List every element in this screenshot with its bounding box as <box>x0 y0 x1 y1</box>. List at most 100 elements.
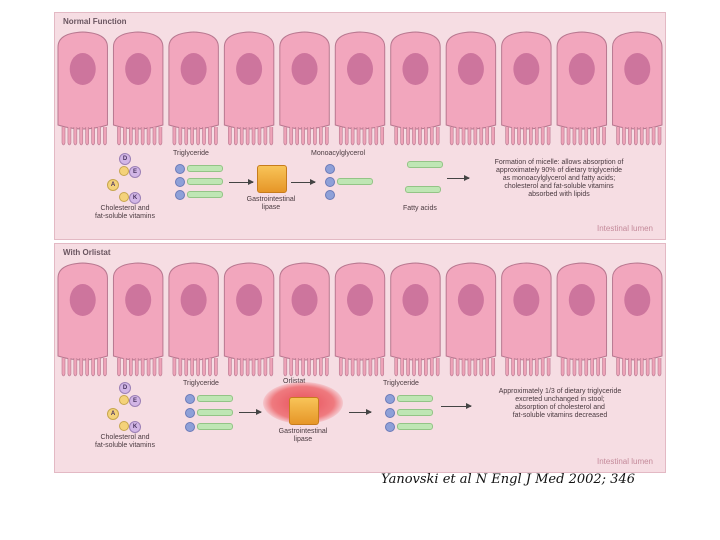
microvillus <box>62 127 65 145</box>
microvillus <box>302 127 305 145</box>
microvillus <box>68 127 71 145</box>
orlistat-panel: With Orlistat D E A K Cholesterol and fa… <box>54 243 666 473</box>
microvillus <box>424 358 427 376</box>
microvillus <box>381 358 384 376</box>
cell-nucleus <box>236 53 262 85</box>
microvillus <box>357 358 360 376</box>
fatty-acid-chain <box>337 178 373 185</box>
vitamin-molecule <box>119 192 129 202</box>
microvillus <box>381 127 384 145</box>
cell-nucleus <box>458 53 484 85</box>
vitamin-d: D <box>119 153 131 165</box>
microvillus <box>597 127 600 145</box>
microvillus <box>86 127 89 145</box>
microvillus <box>541 127 544 145</box>
cell-nucleus <box>402 284 428 316</box>
microvillus <box>561 127 564 145</box>
microvillus <box>468 127 471 145</box>
microvillus <box>74 127 77 145</box>
microvillus <box>129 127 132 145</box>
microvillus <box>401 358 404 376</box>
arrow <box>239 412 261 413</box>
free-fatty-acid <box>407 161 443 168</box>
microvillus <box>208 358 211 376</box>
microvillus <box>308 127 311 145</box>
microvillus <box>407 127 410 145</box>
microvillus <box>480 127 483 145</box>
fatty-acid-chain <box>187 191 223 198</box>
microvillus <box>135 127 138 145</box>
microvillus <box>369 127 372 145</box>
microvillus <box>68 358 71 376</box>
microvillus <box>418 127 421 145</box>
triglyceride-label: Triglyceride <box>183 380 219 388</box>
microvillus <box>258 358 261 376</box>
microvillus <box>450 358 453 376</box>
microvillus <box>197 127 200 145</box>
vitamins-label: Cholesterol and fat-soluble vitamins <box>75 434 175 450</box>
vitamin-molecule <box>119 421 129 431</box>
microvillus <box>284 358 287 376</box>
panel-title: Normal Function <box>63 17 127 26</box>
microvillus <box>395 127 398 145</box>
microvillus <box>529 127 532 145</box>
epithelial-cell <box>613 32 662 145</box>
free-fatty-acid <box>405 186 441 193</box>
microvillus <box>141 127 144 145</box>
microvillus <box>92 127 95 145</box>
microvillus <box>456 127 459 145</box>
cell-nucleus <box>569 53 595 85</box>
microvillus <box>123 127 126 145</box>
microvillus <box>80 358 83 376</box>
citation: Yanovski et al N Engl J Med 2002; 346 <box>381 472 635 487</box>
microvillus <box>418 358 421 376</box>
microvillus <box>535 127 538 145</box>
microvillus <box>345 127 348 145</box>
glycerol <box>185 408 195 418</box>
fatty-acid-chain <box>197 395 233 402</box>
microvillus <box>640 127 643 145</box>
epithelial-cell <box>557 32 606 145</box>
microvillus <box>351 127 354 145</box>
microvillus <box>185 358 188 376</box>
microvillus <box>208 127 211 145</box>
epithelial-cell <box>557 263 606 376</box>
microvillus <box>456 358 459 376</box>
microvillus <box>296 358 299 376</box>
microvillus <box>308 358 311 376</box>
cell-nucleus <box>181 284 207 316</box>
cell-nucleus <box>624 53 650 85</box>
microvillus <box>529 358 532 376</box>
intestinal-lumen-label: Intestinal lumen <box>597 457 653 466</box>
epithelial-cell <box>446 32 495 145</box>
microvillus <box>517 358 520 376</box>
microvillus <box>270 358 273 376</box>
microvillus <box>246 358 249 376</box>
microvillus <box>468 358 471 376</box>
microvillus <box>234 358 237 376</box>
microvillus <box>191 358 194 376</box>
vitamin-a: A <box>107 408 119 420</box>
epithelial-cell <box>113 263 162 376</box>
arrow <box>291 182 315 183</box>
microvillus <box>159 127 162 145</box>
microvillus <box>214 127 217 145</box>
microvillus <box>302 358 305 376</box>
microvillus <box>640 358 643 376</box>
fatty-acid-chain <box>197 409 233 416</box>
microvillus <box>401 127 404 145</box>
epithelial-cell <box>335 32 384 145</box>
intestinal-cells <box>55 29 665 153</box>
microvillus <box>634 127 637 145</box>
microvillus <box>622 127 625 145</box>
microvillus <box>535 358 538 376</box>
microvillus <box>147 127 150 145</box>
microvillus <box>103 358 106 376</box>
microvillus <box>652 358 655 376</box>
monoacylglycerol-label: Monoacylglycerol <box>311 150 365 158</box>
microvillus <box>561 358 564 376</box>
lipase-label: Gastrointestinal lipase <box>267 428 339 444</box>
microvillus <box>117 358 120 376</box>
microvillus <box>173 358 176 376</box>
cell-nucleus <box>236 284 262 316</box>
